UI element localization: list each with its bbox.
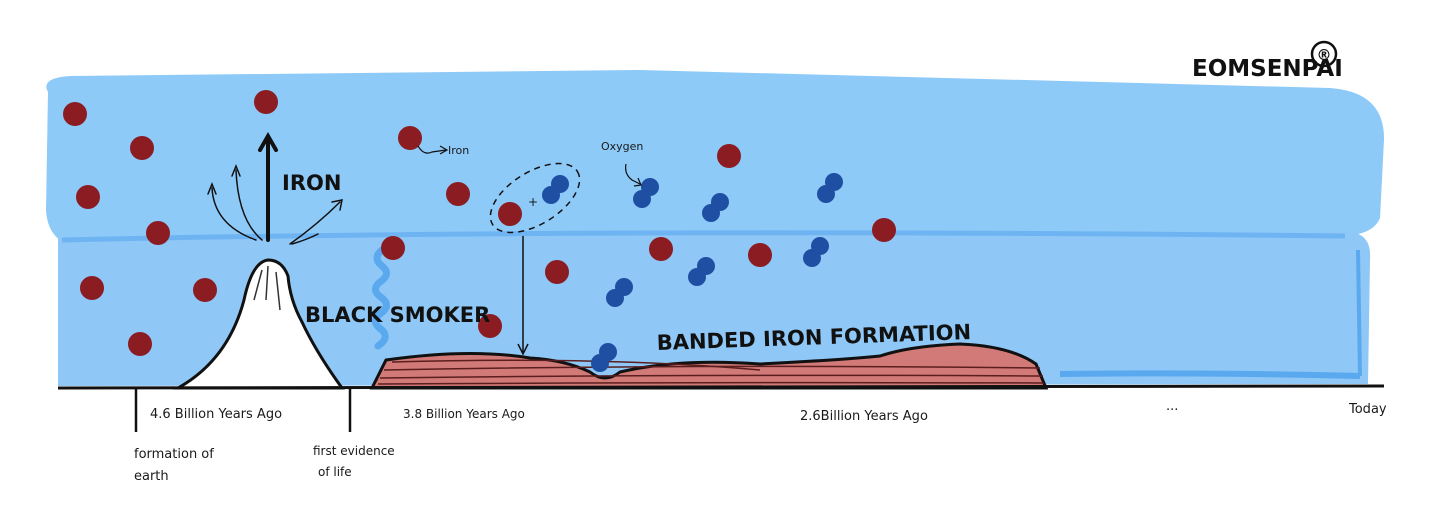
oxygen-molecule-icon (542, 175, 569, 204)
oxygen-molecule-icon (606, 278, 633, 307)
tick-label-3-8bya: 3.8 Billion Years Ago (403, 407, 525, 421)
oxygen-molecule-icon (633, 178, 659, 208)
oxygen-molecule-icon (591, 343, 617, 372)
iron-pointer-head (439, 145, 449, 155)
oxygen-molecule-icon (803, 237, 829, 267)
tick-label-today: Today (1348, 402, 1387, 417)
deposition-arrow (517, 236, 529, 356)
iron-atom-icon (748, 243, 772, 267)
iron-atom-icon (717, 144, 741, 168)
tick-label-4-6bya: 4.6 Billion Years Ago (150, 407, 282, 422)
event-life-line2: of life (318, 465, 352, 479)
iron-atom-icon (146, 221, 170, 245)
tick-label-2-6bya: 2.6Billion Years Ago (800, 409, 928, 424)
event-earth-line1: formation of (134, 447, 214, 462)
oxygen-molecule-icon (702, 193, 729, 222)
iron-atom-icon (398, 126, 422, 150)
iron-atom-icon (446, 182, 470, 206)
event-life-line1: first evidence (313, 444, 395, 458)
iron-atom-icon (63, 102, 87, 126)
ocean-upper-layer (46, 70, 1385, 248)
black-smoker-vent (172, 258, 345, 390)
black-smoker-detail (253, 265, 281, 311)
iron-atom-icon (649, 237, 673, 261)
water-edge-accent (1356, 249, 1362, 377)
label-plus: + (528, 195, 538, 209)
iron-atom-icon (381, 236, 405, 260)
label-iron-small: Iron (448, 144, 469, 157)
label-iron-arrow: IRON (282, 171, 341, 195)
iron-atom-icon (76, 185, 100, 209)
banded-iron-stripes (377, 359, 1045, 385)
iron-particles (63, 90, 896, 356)
iron-atom-icon (254, 90, 278, 114)
oxygen-pointer (625, 163, 641, 185)
water-edge-accent (1059, 370, 1361, 379)
oxygen-molecule-icon (688, 257, 715, 286)
iron-atom-icon (130, 136, 154, 160)
iron-atom-icon (498, 202, 522, 226)
timeline-axis (57, 384, 1385, 390)
event-earth-line2: earth (134, 469, 169, 484)
tick-label-ellipsis: ... (1166, 399, 1178, 414)
iron-pointer (417, 145, 447, 154)
brand-logo: EOMSENPAI (1192, 56, 1343, 82)
oxygen-pointer-head (633, 177, 642, 187)
water-ripple (372, 246, 390, 350)
ocean-layer-boundary (61, 230, 1346, 243)
label-oxygen-small: Oxygen (601, 140, 643, 153)
iron-atom-icon (193, 278, 217, 302)
label-black-smoker: BLACK SMOKER (305, 303, 490, 327)
iron-atom-icon (872, 218, 896, 242)
reaction-highlight (489, 162, 581, 234)
iron-atom-icon (478, 314, 502, 338)
iron-atom-icon (128, 332, 152, 356)
registered-mark: ® (1310, 40, 1338, 68)
oxygen-molecule-icon (817, 173, 843, 203)
iron-atom-icon (80, 276, 104, 300)
svg-text:®: ® (1317, 46, 1332, 64)
iron-emission-arrows (207, 131, 343, 245)
iron-atom-icon (545, 260, 569, 284)
oxygen-molecules (542, 173, 843, 372)
